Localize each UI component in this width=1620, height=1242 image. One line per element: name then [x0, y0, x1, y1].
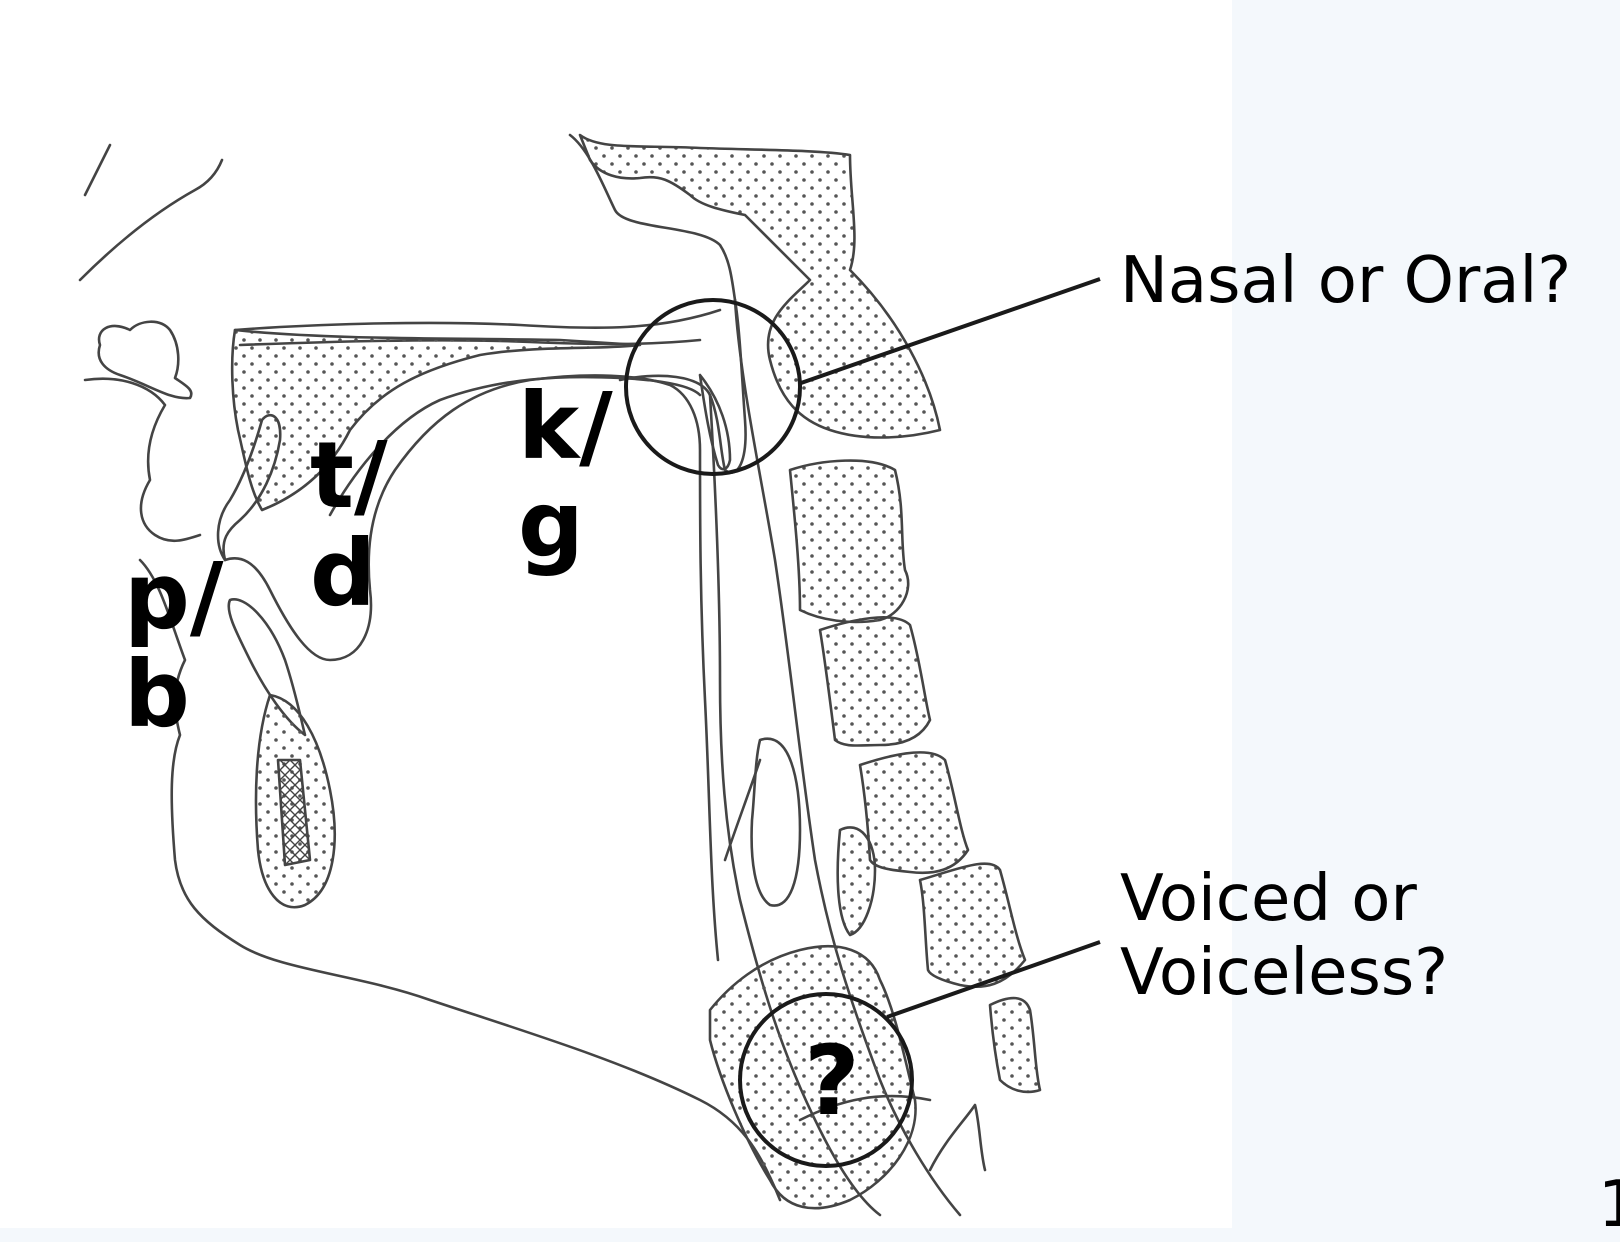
vertebra-3 [860, 752, 968, 872]
hard-palate-upper [235, 310, 720, 330]
vertebra-2 [820, 617, 930, 745]
arytenoid [838, 827, 875, 935]
nasal-oral-callout: Nasal or Oral? [1120, 244, 1571, 318]
nostril-outline [99, 322, 192, 398]
page-number: 1 [1598, 1170, 1620, 1240]
nose-outline [80, 160, 222, 280]
alveolar-label: t/ d [310, 427, 388, 623]
upper-lip-outline [85, 379, 200, 541]
bilabial-label: p/ b [124, 548, 223, 744]
glottal-label: ? [804, 1032, 860, 1130]
skull-base [580, 135, 940, 438]
vertebra-4 [920, 864, 1025, 987]
velar-label: k/ g [518, 378, 613, 574]
epiglottis-inner [725, 760, 760, 860]
nose-bridge-line [85, 145, 110, 195]
diagram-panel: p/ b t/ d k/ g ? [0, 0, 1232, 1228]
voicing-callout: Voiced or Voiceless? [1120, 862, 1448, 1010]
vertebra-1 [790, 461, 908, 622]
trachea [930, 1105, 985, 1170]
vertebra-5 [990, 998, 1040, 1092]
lower-lip-and-chin [140, 560, 780, 1200]
